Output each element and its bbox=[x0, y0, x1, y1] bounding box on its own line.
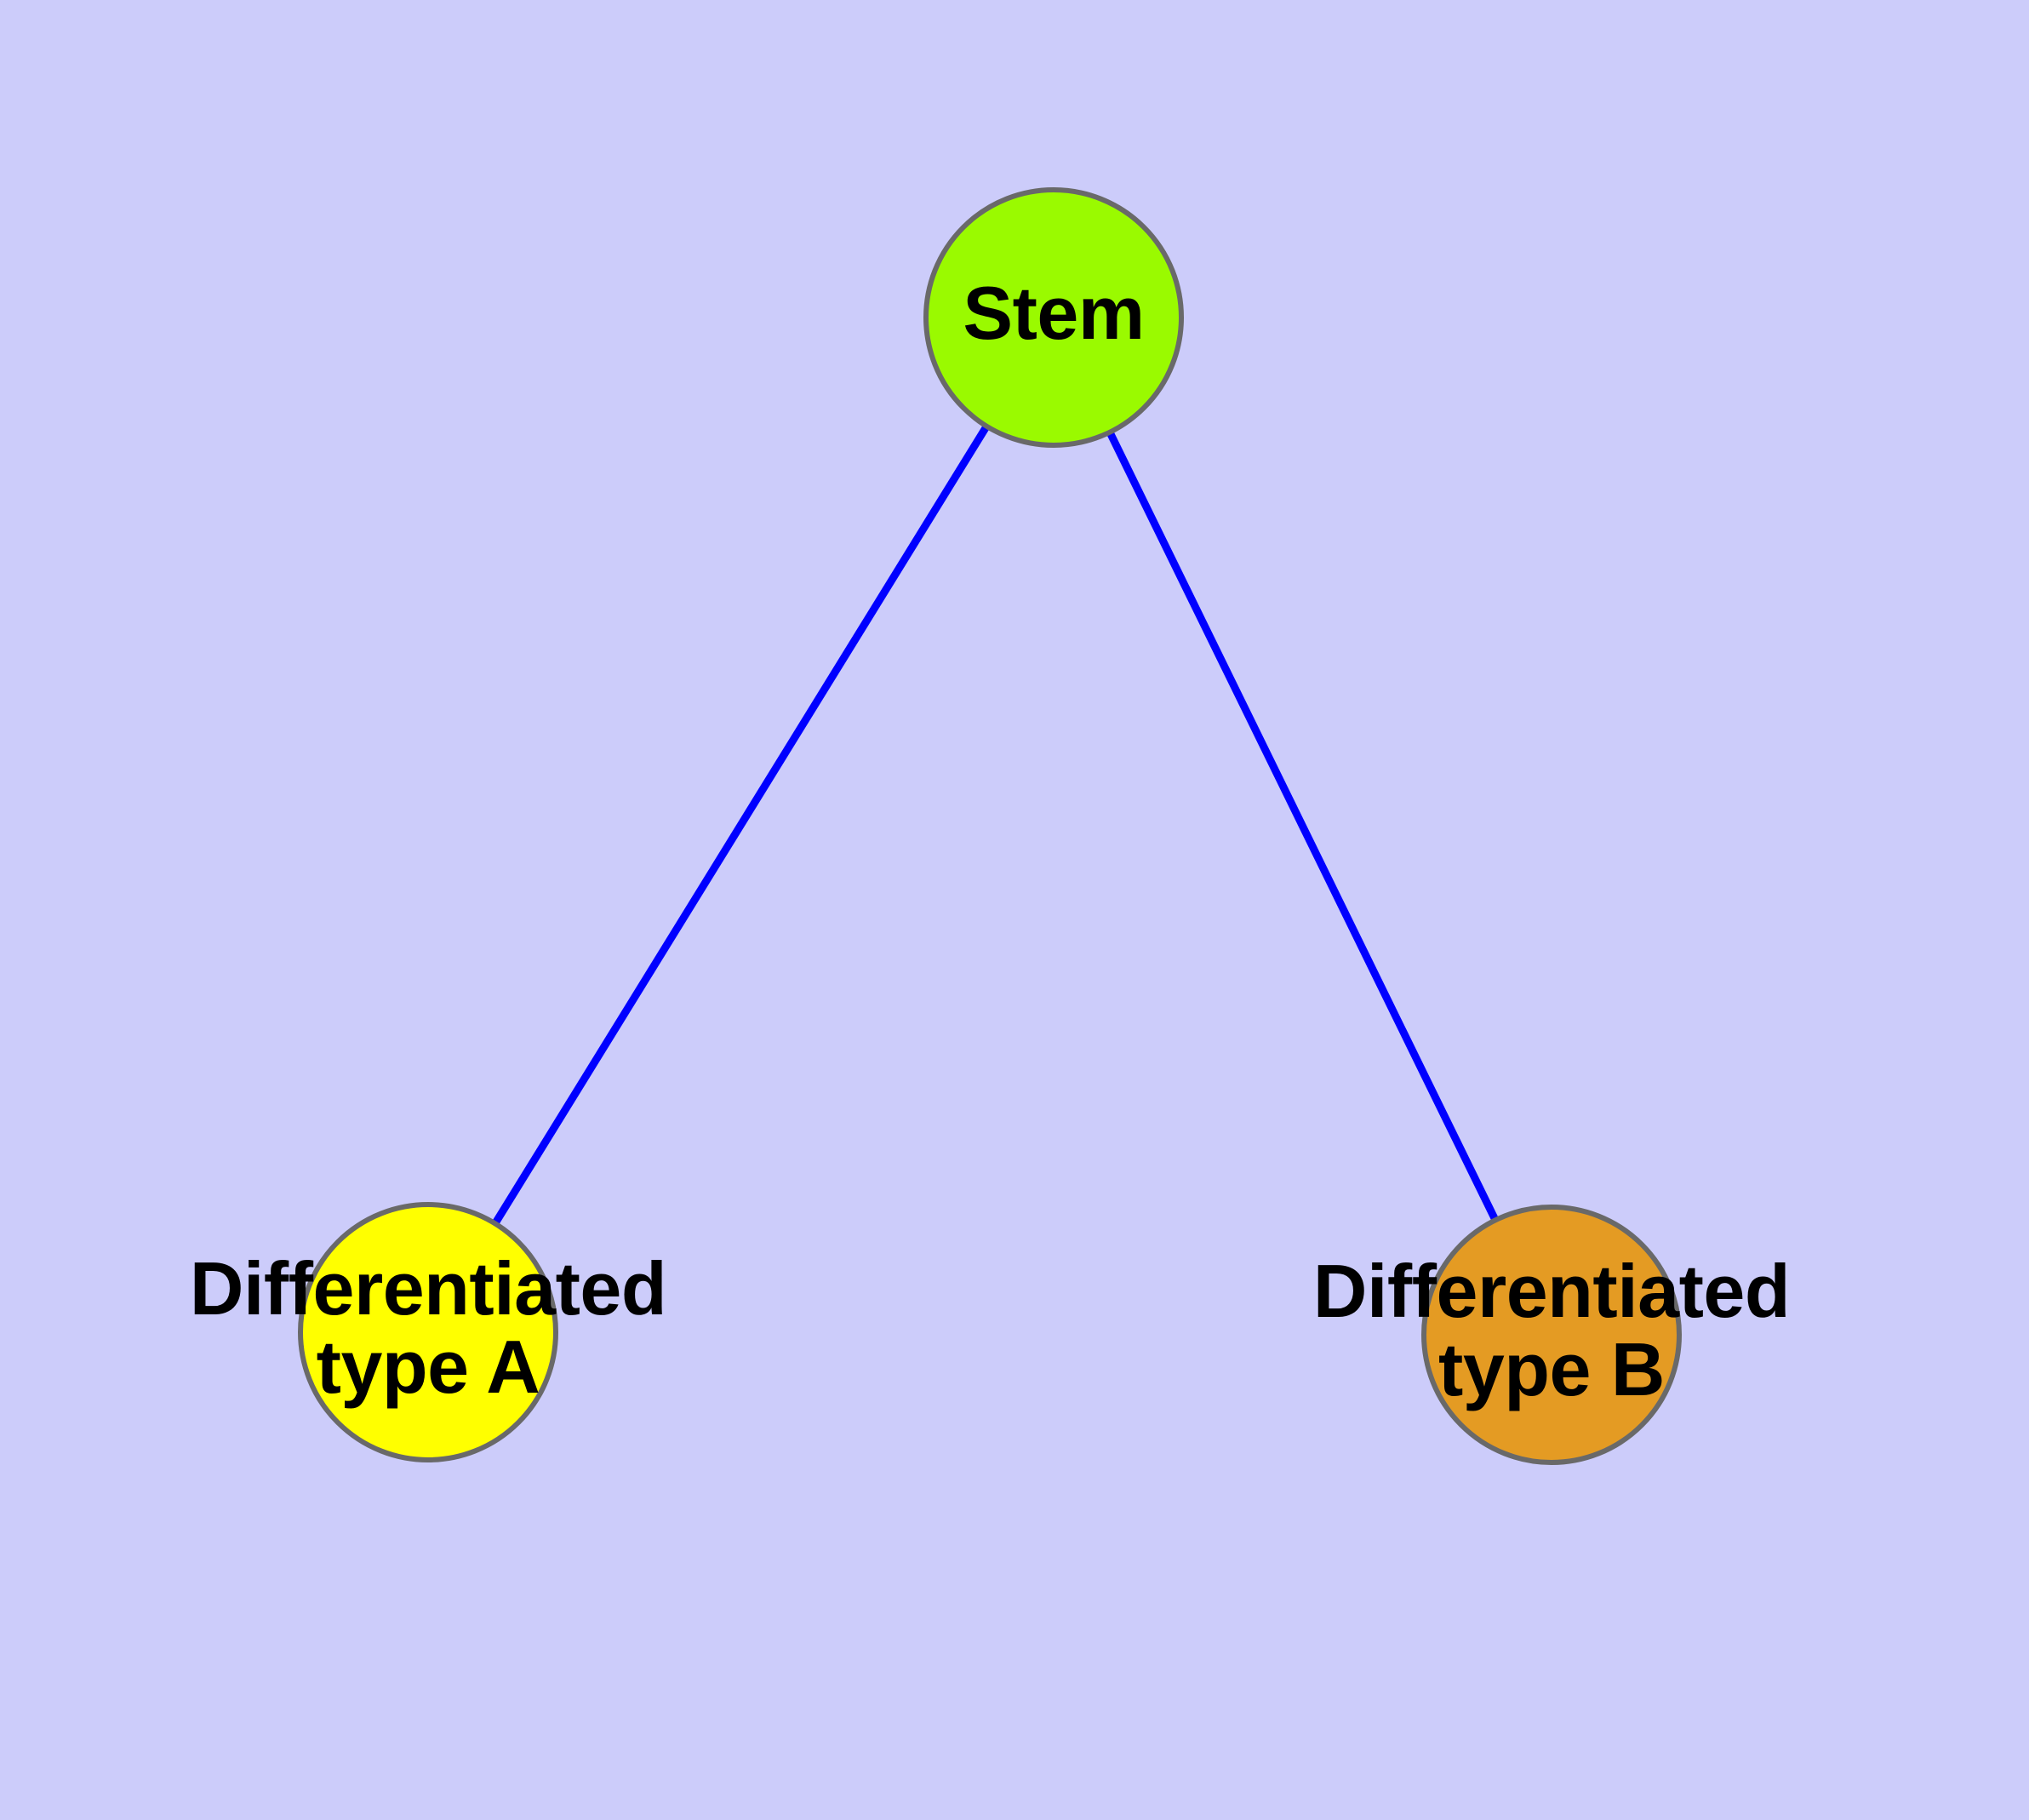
edges-layer bbox=[490, 422, 1500, 1228]
node-diff_a[interactable] bbox=[298, 1202, 558, 1462]
nodes-layer bbox=[298, 187, 1682, 1465]
edge-stem-diff-b[interactable] bbox=[1106, 428, 1500, 1224]
node-stem[interactable] bbox=[923, 187, 1184, 448]
edge-stem-diff-a[interactable] bbox=[490, 422, 992, 1228]
node-diff_b[interactable] bbox=[1421, 1205, 1682, 1465]
